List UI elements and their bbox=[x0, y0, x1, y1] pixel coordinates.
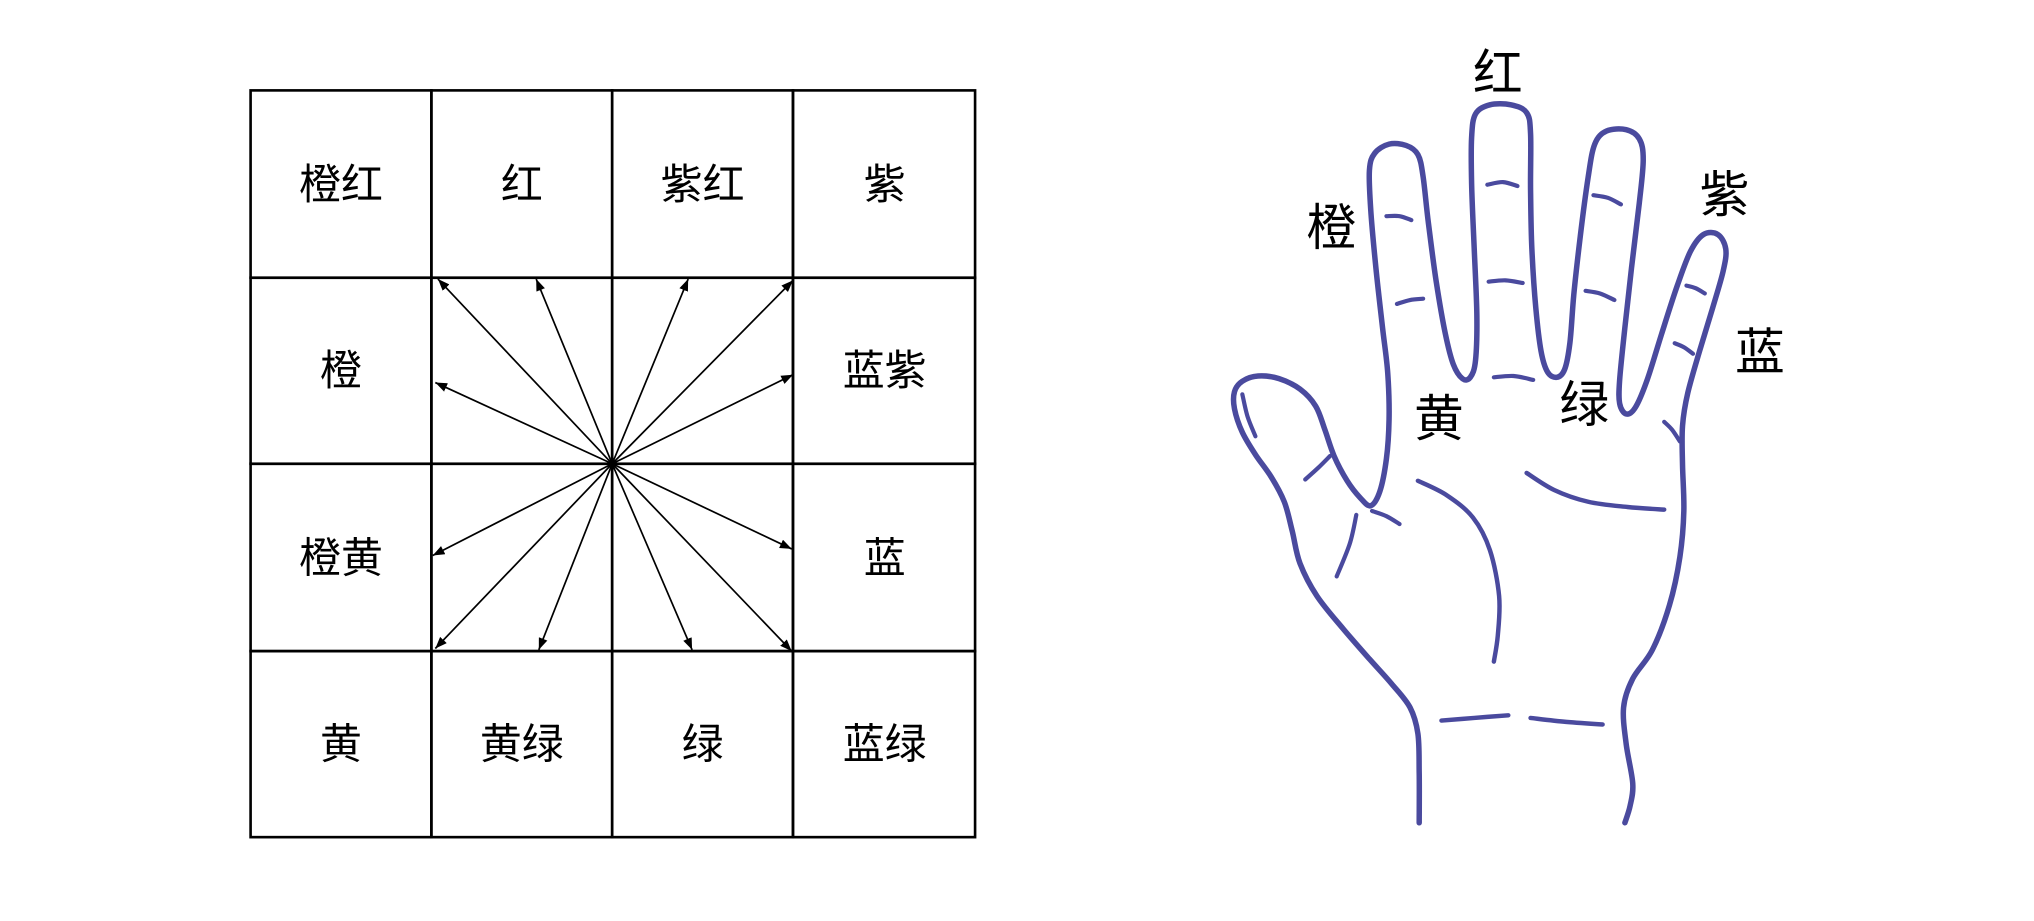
palm-edge-line bbox=[1662, 419, 1683, 444]
grid-label-r1-c1: 橙红 bbox=[299, 160, 383, 209]
little-finger-crease-upper bbox=[1684, 283, 1707, 296]
thumb-base-line bbox=[1369, 508, 1402, 527]
ring-finger-crease-upper bbox=[1591, 193, 1624, 207]
arrow-to-top-left-corner bbox=[437, 278, 613, 465]
hand-label-ring-base: 绿 bbox=[1559, 376, 1609, 434]
arrow-to-bottom-left-corner bbox=[434, 463, 613, 650]
grid-label-r2-c1: 橙 bbox=[320, 346, 362, 395]
hand-outline bbox=[1230, 100, 1729, 826]
middle-finger-crease-base bbox=[1491, 373, 1536, 383]
palm-life-line bbox=[1415, 478, 1502, 664]
grid-label-r1-c4: 紫 bbox=[864, 160, 906, 209]
thumb-tip-line bbox=[1240, 392, 1258, 439]
arrow-to-top-right-corner bbox=[611, 279, 794, 465]
hand-label-ring-finger: 紫 bbox=[1700, 166, 1750, 224]
middle-finger-crease-lower bbox=[1486, 278, 1525, 286]
grid-label-r4-c3: 绿 bbox=[682, 720, 724, 769]
index-finger-crease-lower bbox=[1394, 296, 1426, 307]
grid-cells bbox=[249, 89, 977, 839]
arrow-to-bottom-inner-right bbox=[611, 463, 693, 651]
middle-finger-crease-upper bbox=[1485, 180, 1520, 189]
hand-label-little-finger: 蓝 bbox=[1735, 323, 1785, 381]
grid-label-r4-c1: 黄 bbox=[320, 720, 362, 769]
thumb-crease-lower bbox=[1334, 512, 1359, 579]
arrow-to-left-lower bbox=[432, 463, 613, 557]
grid-label-r1-c3: 紫红 bbox=[661, 160, 745, 209]
arrow-to-right-upper bbox=[611, 373, 794, 465]
grid-labels: 橙红 红 紫红 紫 橙 蓝紫 橙黄 蓝 黄 黄绿 绿 蓝绿 bbox=[299, 160, 927, 768]
grid-label-r3-c1: 橙黄 bbox=[299, 534, 383, 583]
hand-label-index-base: 黄 bbox=[1414, 390, 1464, 448]
radiating-arrows bbox=[432, 278, 794, 652]
arrow-to-right-lower bbox=[611, 463, 793, 550]
palm-heart-line bbox=[1524, 470, 1667, 512]
grid-label-r4-c4: 蓝绿 bbox=[843, 720, 927, 769]
arrow-origin-point bbox=[608, 460, 616, 468]
grid-label-r1-c2: 红 bbox=[501, 160, 543, 209]
grid-label-r2-c4: 蓝紫 bbox=[843, 346, 927, 395]
grid-label-r3-c4: 蓝 bbox=[864, 534, 906, 583]
wrist-line-left bbox=[1439, 713, 1511, 723]
index-finger-crease-upper bbox=[1384, 213, 1414, 223]
little-finger-crease-lower bbox=[1672, 341, 1696, 356]
arrow-to-left-upper bbox=[434, 381, 613, 465]
ring-finger-crease-lower bbox=[1583, 288, 1617, 303]
grid-label-r4-c2: 黄绿 bbox=[480, 720, 564, 769]
thumb-crease-upper bbox=[1303, 453, 1333, 482]
hand-label-middle-finger: 红 bbox=[1473, 44, 1523, 102]
arrow-to-bottom-right-corner bbox=[611, 463, 793, 652]
arrow-to-top-inner-right bbox=[611, 278, 689, 465]
wrist-line-right bbox=[1528, 715, 1605, 727]
hand-label-index-finger: 橙 bbox=[1307, 199, 1357, 257]
color-grid: 橙红 红 紫红 紫 橙 蓝紫 橙黄 蓝 黄 黄绿 绿 蓝绿 bbox=[249, 89, 977, 839]
arrow-to-bottom-inner-left bbox=[538, 463, 613, 651]
arrow-to-top-inner-left bbox=[535, 278, 613, 465]
grid-cell-r4-c4 bbox=[791, 649, 977, 839]
hand-labels: 红 橙 紫 蓝 黄 绿 bbox=[1307, 44, 1785, 448]
hand-diagram bbox=[1230, 100, 1729, 826]
